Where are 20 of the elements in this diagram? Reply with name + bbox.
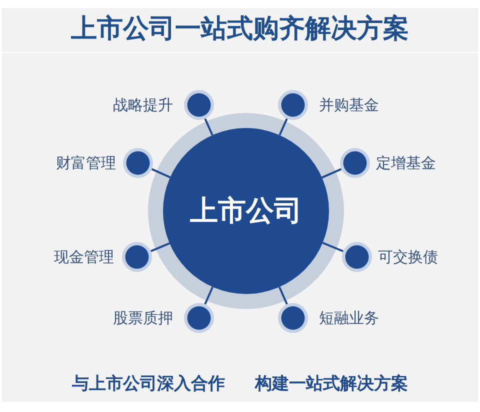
connector-line [151, 168, 171, 178]
connector-line [278, 286, 288, 305]
connector-line [150, 242, 170, 252]
tagline: 与上市公司深入合作 [72, 373, 225, 396]
tagline: 构建一站式解决方案 [255, 373, 408, 396]
connector-line [204, 118, 214, 136]
item-label: 战略提升 [113, 95, 173, 115]
item-label: 现金管理 [54, 247, 114, 267]
connector-line [204, 286, 214, 305]
item-label: 定增基金 [376, 153, 436, 173]
item-label: 财富管理 [56, 153, 116, 173]
item-label: 可交换债 [378, 247, 438, 267]
title: 上市公司一站式购齐解决方案 [71, 14, 409, 44]
connector-line [322, 168, 342, 178]
item-label: 短融业务 [319, 308, 379, 328]
item-label: 并购基金 [319, 95, 379, 115]
connector-line [322, 242, 344, 252]
item-label: 股票质押 [113, 308, 173, 328]
center-label: 上市公司 [190, 194, 302, 228]
connector-line [278, 118, 288, 136]
